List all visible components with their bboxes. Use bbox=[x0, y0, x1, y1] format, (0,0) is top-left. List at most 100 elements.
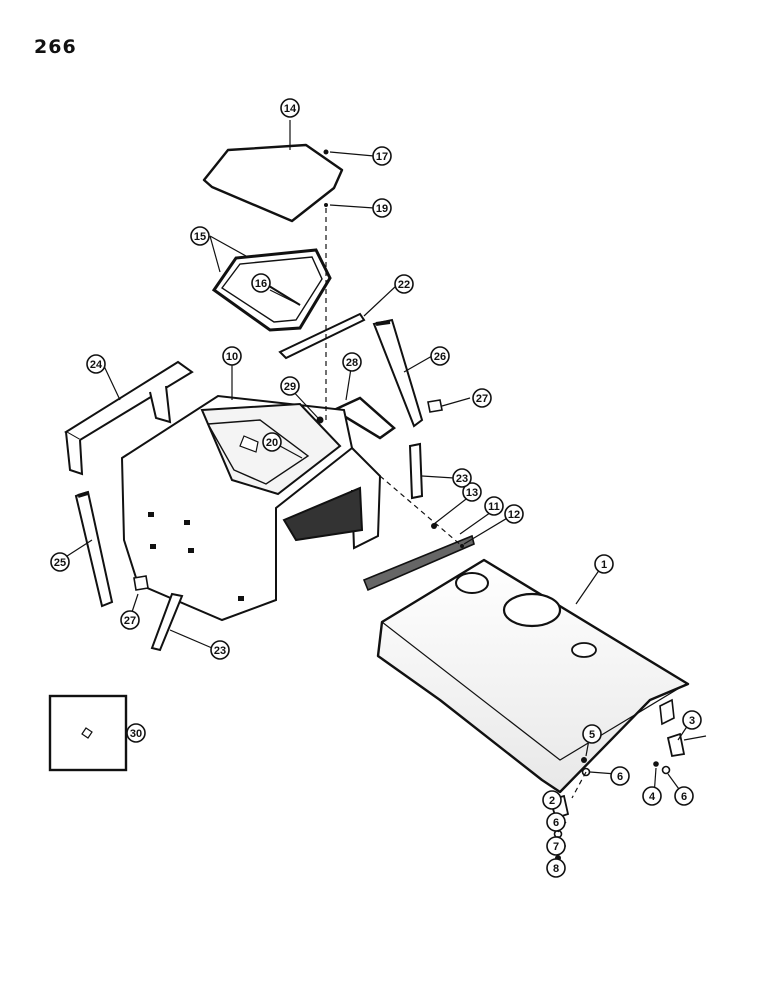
seal-frame-part bbox=[211, 248, 332, 332]
callout-circle bbox=[251, 273, 271, 293]
callout-circle bbox=[546, 812, 566, 832]
pad-27-right-part bbox=[427, 399, 443, 413]
top-trim-24-part bbox=[64, 360, 194, 476]
callout-c5: 5 bbox=[582, 724, 602, 744]
strip-23-upper-part bbox=[408, 442, 424, 500]
callout-label: 26 bbox=[434, 351, 446, 363]
handle-28-part bbox=[331, 396, 397, 440]
callout-label: 11 bbox=[488, 501, 500, 513]
callout-label: 6 bbox=[553, 817, 559, 829]
callout-c8: 8 bbox=[546, 858, 566, 878]
callout-c17: 17 bbox=[372, 146, 392, 166]
callout-label: 10 bbox=[226, 351, 238, 363]
callout-c4: 4 bbox=[642, 786, 662, 806]
callout-label: 15 bbox=[194, 231, 206, 243]
callout-c26: 26 bbox=[430, 346, 450, 366]
cowl-housing-part bbox=[120, 394, 382, 622]
callout-circle bbox=[542, 790, 562, 810]
strip-23-lower-part bbox=[150, 592, 184, 652]
callout-c7: 7 bbox=[546, 836, 566, 856]
callout-label: 5 bbox=[589, 729, 595, 741]
callout-label: 8 bbox=[553, 863, 559, 875]
callout-label: 20 bbox=[266, 437, 278, 449]
callout-circle bbox=[682, 710, 702, 730]
callout-layer: 1234566678101112131415161719202223232425… bbox=[50, 98, 702, 878]
callout-circle bbox=[674, 786, 694, 806]
callout-c29: 29 bbox=[280, 376, 300, 396]
callout-circle bbox=[546, 836, 566, 856]
vertical-trim-25-part bbox=[74, 490, 114, 608]
callout-circle bbox=[504, 504, 524, 524]
callout-label: 17 bbox=[376, 151, 388, 163]
upper-trim-strip-part bbox=[278, 312, 366, 360]
callout-c6b: 6 bbox=[674, 786, 694, 806]
callout-circle bbox=[546, 858, 566, 878]
callout-label: 1 bbox=[601, 559, 607, 571]
callout-label: 27 bbox=[124, 615, 136, 627]
callout-circle bbox=[372, 198, 392, 218]
callout-circle bbox=[280, 98, 300, 118]
callout-label: 27 bbox=[476, 393, 488, 405]
callout-c6a: 6 bbox=[610, 766, 630, 786]
callout-circle bbox=[190, 226, 210, 246]
callout-label: 3 bbox=[689, 715, 695, 727]
callout-circle bbox=[582, 724, 602, 744]
bracket-3-part bbox=[666, 732, 686, 758]
callout-c22: 22 bbox=[394, 274, 414, 294]
callout-c10: 10 bbox=[222, 346, 242, 366]
callout-label: 14 bbox=[284, 103, 297, 115]
callout-c11: 11 bbox=[484, 496, 504, 516]
callout-c23b: 23 bbox=[210, 640, 230, 660]
grille-strip-11-part bbox=[362, 534, 475, 592]
cover-plate-part bbox=[202, 143, 344, 223]
callout-c25: 25 bbox=[50, 552, 70, 572]
callout-label: 25 bbox=[54, 557, 66, 569]
callout-circle bbox=[372, 146, 392, 166]
callout-circle bbox=[394, 274, 414, 294]
callout-label: 2 bbox=[549, 795, 555, 807]
callout-circle bbox=[462, 482, 482, 502]
callout-circle bbox=[120, 610, 140, 630]
callout-c19: 19 bbox=[372, 198, 392, 218]
hood-part bbox=[376, 558, 690, 794]
callout-circle bbox=[222, 346, 242, 366]
callout-c27a: 27 bbox=[472, 388, 492, 408]
callout-c15: 15 bbox=[190, 226, 210, 246]
callout-c2: 2 bbox=[542, 790, 562, 810]
callout-c14: 14 bbox=[280, 98, 300, 118]
callout-label: 23 bbox=[456, 473, 468, 485]
pad-27-left-part bbox=[133, 575, 149, 591]
callout-c27b: 27 bbox=[120, 610, 140, 630]
callout-c23a: 23 bbox=[452, 468, 472, 488]
callout-circle bbox=[126, 723, 146, 743]
callout-c30: 30 bbox=[126, 723, 146, 743]
callout-circle bbox=[610, 766, 630, 786]
callout-label: 6 bbox=[617, 771, 623, 783]
callout-label: 4 bbox=[649, 791, 656, 803]
callout-label: 22 bbox=[398, 279, 410, 291]
vertical-trim-26-part bbox=[372, 318, 424, 428]
callout-circle bbox=[594, 554, 614, 574]
callout-c3: 3 bbox=[682, 710, 702, 730]
callout-label: 19 bbox=[376, 203, 388, 215]
callout-label: 16 bbox=[255, 278, 267, 290]
callout-circle bbox=[342, 352, 362, 372]
callout-circle bbox=[86, 354, 106, 374]
callout-circle bbox=[642, 786, 662, 806]
callout-c13: 13 bbox=[462, 482, 482, 502]
callout-c6c: 6 bbox=[546, 812, 566, 832]
callout-label: 29 bbox=[284, 381, 296, 393]
callout-c16: 16 bbox=[251, 273, 271, 293]
callout-circle bbox=[472, 388, 492, 408]
page-number: 266 bbox=[34, 36, 77, 58]
callout-label: 30 bbox=[130, 728, 142, 740]
callout-c1: 1 bbox=[594, 554, 614, 574]
callout-label: 23 bbox=[214, 645, 226, 657]
callout-circle bbox=[484, 496, 504, 516]
callout-label: 7 bbox=[553, 841, 559, 853]
callout-c24: 24 bbox=[86, 354, 106, 374]
callout-label: 24 bbox=[90, 359, 103, 371]
callout-circle bbox=[50, 552, 70, 572]
